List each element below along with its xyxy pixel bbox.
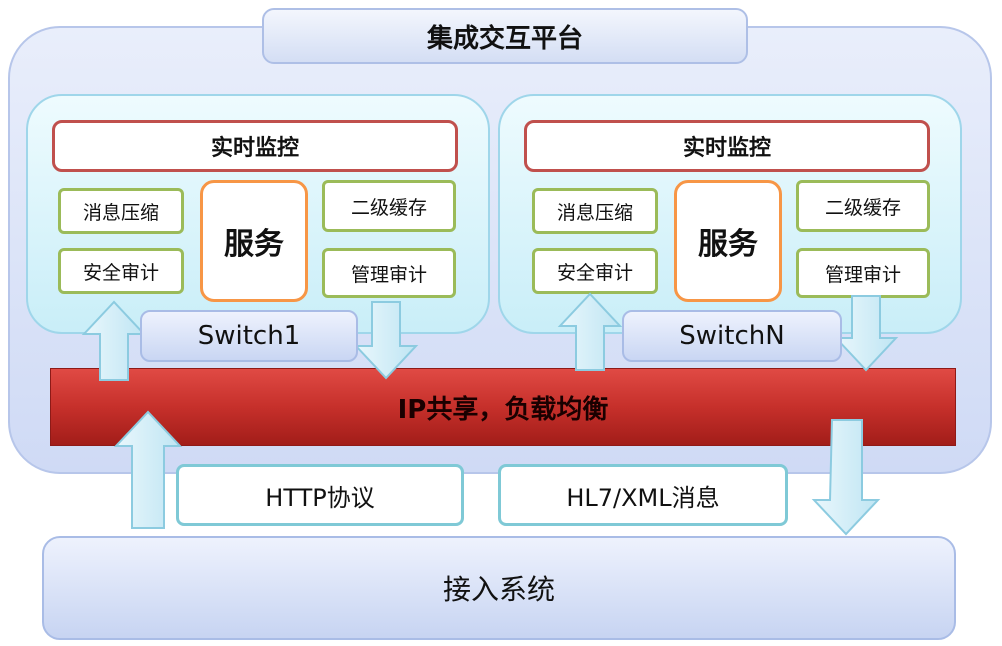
noden-security-audit-box: 安全审计 [532, 248, 658, 294]
switch-n: SwitchN [622, 310, 842, 362]
node1-security-audit-box: 安全审计 [58, 248, 184, 294]
node1-up-arrow [81, 300, 147, 381]
ip-load-balance-bar: IP共享，负载均衡 [50, 368, 956, 446]
node1-down-arrow [353, 301, 419, 380]
access-down-arrow [811, 419, 881, 536]
platform-title: 集成交互平台 [262, 8, 748, 64]
noden-service-box: 服务 [674, 180, 782, 302]
access-up-arrow [113, 410, 183, 529]
noden-l2-cache-box: 二级缓存 [796, 180, 930, 232]
noden-msg-compress-box: 消息压缩 [532, 188, 658, 234]
http-protocol-box: HTTP协议 [176, 464, 464, 526]
noden-monitor-box: 实时监控 [524, 120, 930, 172]
noden-up-arrow [557, 292, 623, 371]
node1-service-box: 服务 [200, 180, 308, 302]
node1-l2-cache-box: 二级缓存 [322, 180, 456, 232]
node1-mgmt-audit-box: 管理审计 [322, 248, 456, 298]
noden-down-arrow [833, 295, 899, 372]
hl7-xml-box: HL7/XML消息 [498, 464, 788, 526]
switch-1: Switch1 [140, 310, 358, 362]
node1-msg-compress-box: 消息压缩 [58, 188, 184, 234]
node1-monitor-box: 实时监控 [52, 120, 458, 172]
access-system-box: 接入系统 [42, 536, 956, 640]
